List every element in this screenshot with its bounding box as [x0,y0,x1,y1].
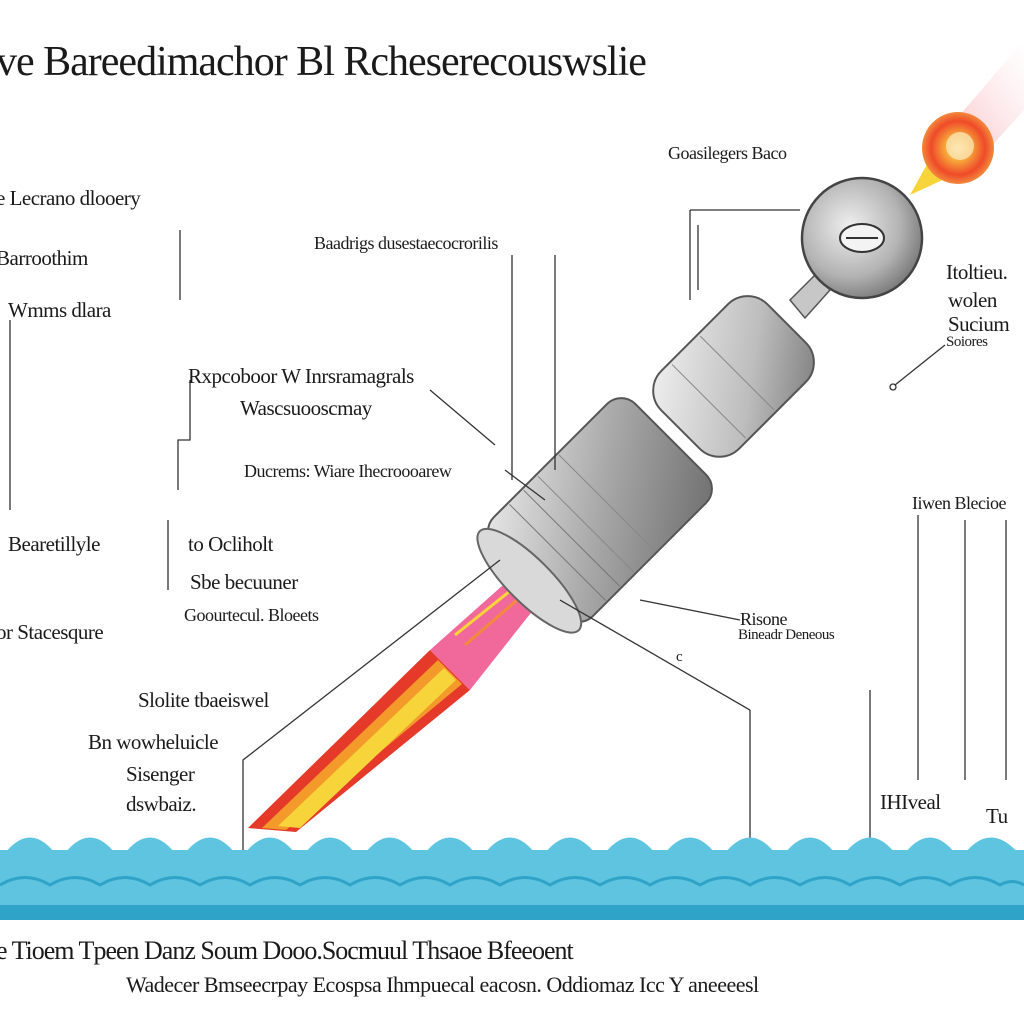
label-wave-2: Tu [986,804,1008,828]
label-left-5: to Ocliholt [188,532,273,556]
rocket-upper-section [652,295,815,458]
label-left-2: Barroothim [0,246,88,270]
label-left-12: dswbaiz. [126,792,197,816]
label-wave: IHIveal [880,790,941,814]
label-left-1: e Lecrano dlooery [0,186,141,210]
label-mid-right-1: Risone [740,609,788,629]
label-center-2: Wascsuooscmay [240,396,372,420]
label-top-right: Goasilegers Baco [668,143,787,163]
label-left-6: Sbe becuuner [190,570,298,594]
label-c-mark: c [676,649,683,665]
label-left-3: Wmms dlara [8,298,111,322]
label-center-top: Baadrigs dusestaecocrorilis [314,233,498,253]
label-right-3: Sucium [948,312,1010,336]
sensor-sphere [800,176,924,300]
label-far-right: Iiwen Blecioe [912,493,1006,513]
label-left-7: Goourtecul. Bloeets [184,605,319,625]
water-waves [0,837,1024,920]
diagram-title: ve Bareedimachor Bl Rcheserecouswslie [0,39,647,85]
rocket-lower-section [476,397,713,634]
label-right-4: Soiores [946,334,988,350]
label-left-11: Sisenger [126,762,195,786]
label-left-9: Slolite tbaeiswel [138,688,269,712]
label-center-1: Rxpcoboor W Inrsramagrals [188,364,414,388]
label-mid-right-2: Bineadr Deneous [738,627,835,643]
label-left-4: Bearetillyle [8,532,100,556]
fireball-icon [910,40,1024,195]
label-left-8: or Stacesqure [0,620,104,644]
footer-line-1: e Tioem Tpeen Danz Soum Dooo.Socmuul Ths… [0,936,574,965]
label-left-10: Bn wowheluicle [88,730,219,754]
footer-line-2: Wadecer Bmseecrpay Ecospsa Ihmpuecal eac… [126,972,759,997]
label-center-3: Ducrems: Wiare Ihecroooarew [244,461,452,481]
label-right-1: Itoltieu. [946,260,1008,284]
label-right-2: wolen [948,288,997,312]
